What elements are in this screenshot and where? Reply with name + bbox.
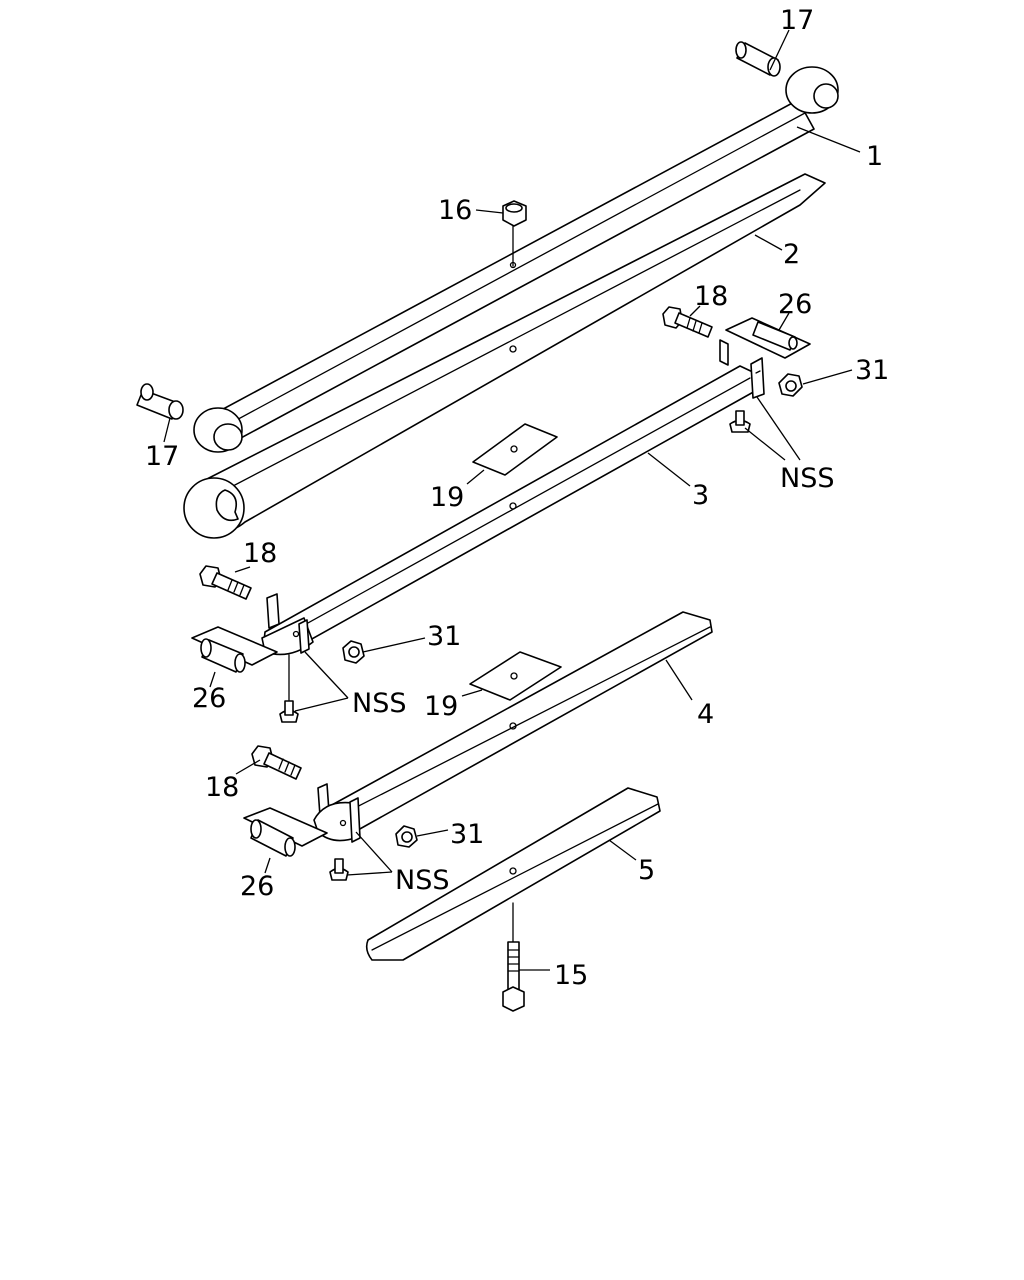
callout-26-low: 26 [240,871,274,902]
callout-18-low: 18 [205,772,239,803]
eye-bushing-17-top [735,41,781,77]
callout-31-low: 31 [450,819,484,850]
callout-5: 5 [638,855,655,886]
callouts: 17 1 16 2 18 26 31 17 NSS 3 19 18 31 26 … [145,5,889,991]
eye-bushing-17-left [136,383,184,420]
clip-mid [191,565,365,723]
callout-16: 16 [438,195,472,226]
clip-low [243,745,418,881]
leaf-1 [193,66,839,453]
clip-right [662,306,811,433]
callout-19-upper: 19 [430,482,464,513]
leaf-2 [183,173,826,539]
callout-18-right: 18 [694,281,728,312]
liner-19-upper [472,423,558,476]
callout-26-mid: 26 [192,683,226,714]
callout-nss-low: NSS [395,865,449,896]
callout-31-mid: 31 [427,621,461,652]
leaf-3 [262,365,758,655]
callout-4: 4 [697,699,714,730]
center-nut-16 [502,200,527,267]
callout-17-left: 17 [145,441,179,472]
callout-26-right: 26 [778,289,812,320]
callout-1: 1 [866,141,883,172]
center-bolt-15 [502,902,525,1012]
callout-19-lower: 19 [424,691,458,722]
liner-19-lower [469,651,562,701]
callout-31-right: 31 [855,355,889,386]
leaf-5 [365,787,661,961]
callout-15: 15 [554,960,588,991]
callout-17-top: 17 [780,5,814,36]
callout-2: 2 [783,239,800,270]
callout-18-mid: 18 [243,538,277,569]
callout-nss-mid: NSS [352,688,406,719]
leader-lines [163,29,861,971]
callout-nss-right: NSS [780,463,834,494]
callout-3: 3 [692,480,709,511]
